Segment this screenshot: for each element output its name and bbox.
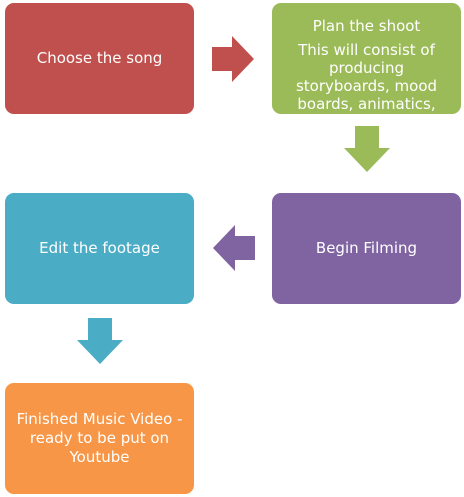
- step-label: Choose the song: [36, 49, 163, 67]
- step-choose-the-song: Choose the song: [5, 3, 194, 114]
- arrow-right-icon: [212, 36, 254, 82]
- step-label: Plan the shoot: [312, 17, 421, 35]
- arrow-left-icon: [213, 225, 255, 271]
- arrow-down-icon: [77, 318, 123, 364]
- step-detail: This will consist of producing storyboar…: [295, 41, 438, 113]
- arrow-down-icon: [344, 126, 390, 172]
- step-begin-filming: Begin Filming: [272, 193, 461, 304]
- step-label: Begin Filming: [315, 239, 418, 257]
- step-plan-the-shoot: Plan the shoot This will consist of prod…: [272, 3, 461, 114]
- step-label: Edit the footage: [39, 239, 160, 257]
- step-label: Finished Music Video - ready to be put o…: [16, 410, 183, 466]
- step-edit-the-footage: Edit the footage: [5, 193, 194, 304]
- step-finished-music-video: Finished Music Video - ready to be put o…: [5, 383, 194, 494]
